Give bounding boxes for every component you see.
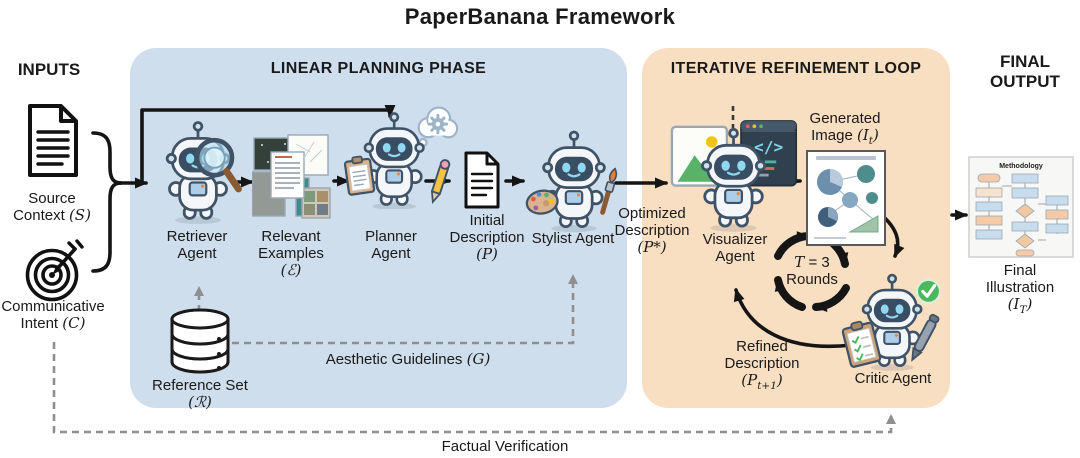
planning-phase-header: LINEAR PLANNING PHASE [270, 60, 487, 77]
visualizer-agent-label: Visualizer Agent [702, 231, 768, 266]
refinement-loop-header: ITERATIVE REFINEMENT LOOP [670, 60, 922, 77]
initial-description-label: Initial Description (P) [449, 212, 525, 264]
reference-set-label: Reference Set (ℛ) [152, 377, 248, 412]
final-illustration-thumbnail: Methodology [968, 156, 1074, 258]
refined-description-label: Refined Description (Pt+1) [724, 338, 800, 393]
inputs-header: INPUTS [17, 60, 81, 79]
retriever-agent-label: Retriever Agent [166, 228, 228, 263]
thumbnail-title: Methodology [999, 163, 1043, 170]
relevant-examples-collage [252, 134, 331, 219]
planner-agent-label: Planner Agent [365, 228, 417, 263]
factual-verification-label: Factual Verification [441, 438, 569, 455]
checkmark-badge-icon [915, 278, 940, 304]
final-output-header: FINAL OUTPUT [990, 52, 1060, 92]
generated-image-thumbnail [806, 150, 886, 246]
clipboard-icon [343, 155, 376, 196]
paintbrush-icon [600, 167, 618, 215]
visualizer-agent-illustration: </> [670, 120, 798, 234]
generated-image-label: Generated Image (It) [809, 110, 881, 148]
document-icon [28, 104, 78, 177]
gear-icon [427, 113, 449, 135]
palette-icon [525, 189, 559, 215]
critic-agent-illustration [841, 273, 940, 373]
loop-rounds-label: T = 3 Rounds [786, 253, 838, 289]
stylist-agent-illustration [525, 130, 618, 233]
relevant-examples-label: Relevant Examples (ℰ) [258, 228, 324, 280]
initial-description-doc-icon [464, 151, 500, 209]
source-to-junction-line [91, 131, 123, 185]
final-illustration-label: Final Illustration (IT) [985, 262, 1055, 317]
stylist-agent-label: Stylist Agent [531, 230, 615, 247]
planner-agent-illustration [343, 106, 458, 209]
aesthetic-guidelines-label: Aesthetic Guidelines (G) [325, 350, 491, 368]
critic-agent-label: Critic Agent [854, 370, 932, 387]
magnifier-icon [194, 137, 242, 193]
pencil-icon [430, 159, 451, 204]
database-icon [170, 308, 230, 374]
diagram-title: PaperBanana Framework [404, 4, 676, 29]
checklist-clipboard-icon [841, 320, 882, 368]
communicative-intent-label: Communicative Intent (C) [1, 298, 105, 333]
retriever-agent-illustration [165, 121, 242, 224]
optimized-description-label: Optimized Description (P*) [614, 205, 690, 257]
target-icon [25, 239, 84, 302]
pen-icon [911, 313, 940, 362]
svg-text:</>: </> [754, 137, 783, 156]
source-context-label: Source Context (S) [13, 190, 91, 225]
